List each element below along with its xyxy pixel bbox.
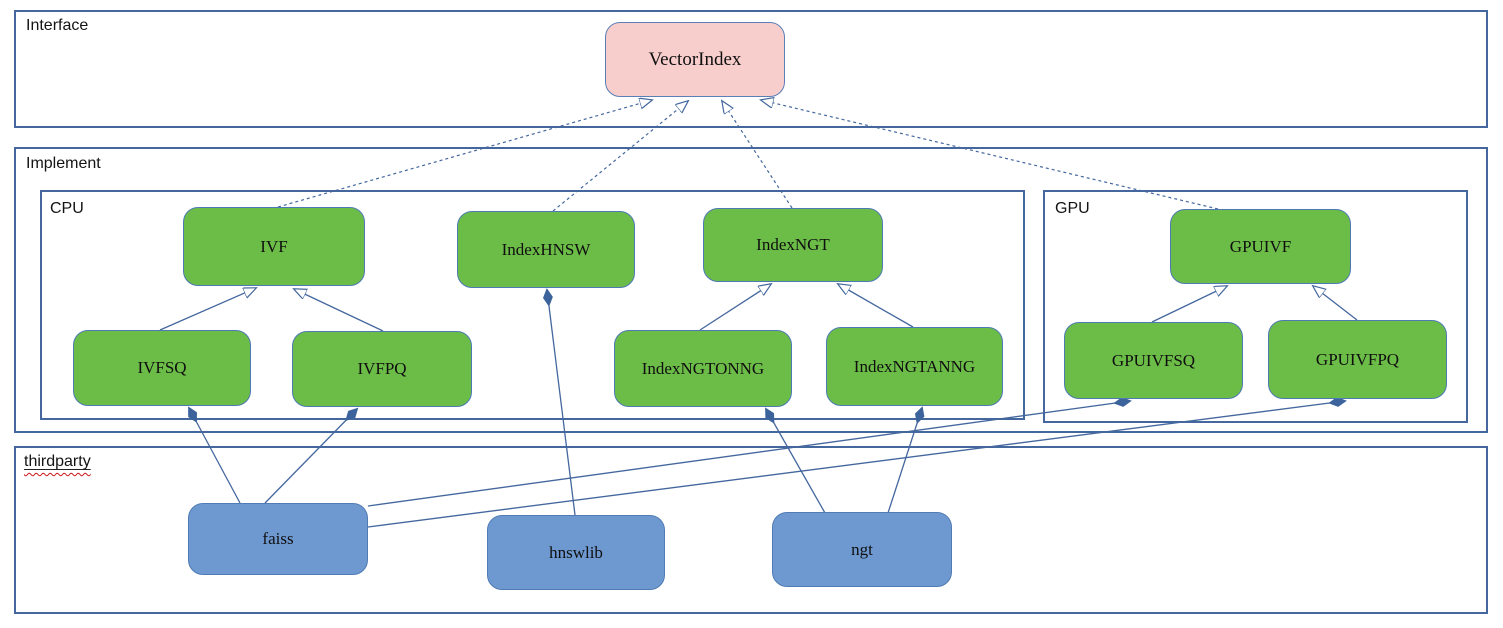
node-vectorindex[interactable]: VectorIndex <box>605 22 785 97</box>
node-ivfpq-label: IVFPQ <box>357 359 407 378</box>
node-ivfpq[interactable]: IVFPQ <box>292 331 472 407</box>
node-ngt[interactable]: ngt <box>772 512 952 587</box>
node-hnswlib-label: hnswlib <box>549 542 603 562</box>
edge-gpuivfpq-gpuivf[interactable] <box>1313 286 1358 321</box>
edge-indexngtonng-indexngt[interactable] <box>699 284 771 331</box>
section-cpu[interactable] <box>40 190 1025 420</box>
edge-faiss-gpuivfpq[interactable] <box>367 401 1345 528</box>
node-indexngt-label: IndexNGT <box>756 235 830 254</box>
edge-ngt-indexngtonng[interactable] <box>766 409 826 514</box>
node-indexngt[interactable]: IndexNGT <box>703 208 883 282</box>
node-indexngtanng-label: IndexNGTANNG <box>853 356 976 376</box>
edge-gpuivfsq-gpuivf[interactable] <box>1151 286 1227 323</box>
section-gpu[interactable] <box>1043 190 1468 423</box>
node-faiss-label: faiss <box>262 529 294 548</box>
node-ngt-label: ngt <box>851 539 873 559</box>
edge-faiss-ivfsq[interactable] <box>189 408 241 504</box>
section-implement[interactable] <box>14 147 1488 433</box>
node-gpuivfsq[interactable]: GPUIVFSQ <box>1064 322 1243 399</box>
section-cpu-label: CPU <box>50 200 84 217</box>
node-vectorindex-label: VectorIndex <box>648 48 742 70</box>
edge-ivfsq-ivf[interactable] <box>159 288 256 331</box>
section-interface[interactable] <box>14 10 1488 128</box>
node-ivfsq-label: IVFSQ <box>137 358 187 377</box>
edge-ivf-vectorindex[interactable] <box>277 100 652 208</box>
section-interface-label: Interface <box>26 17 89 34</box>
node-indexngtanng[interactable]: IndexNGTANNG <box>826 327 1003 406</box>
edge-gpuivf-vectorindex[interactable] <box>761 100 1219 210</box>
edge-faiss-gpuivfsq[interactable] <box>367 401 1130 507</box>
node-indexngtonng-label: IndexNGTONNG <box>641 358 765 378</box>
node-faiss[interactable]: faiss <box>188 503 368 575</box>
node-gpuivfpq-label: GPUIVFPQ <box>1315 349 1400 369</box>
node-gpuivf-label: GPUIVF <box>1229 236 1292 256</box>
section-thirdparty-label: thirdparty <box>24 453 91 471</box>
section-implement-label: Implement <box>26 155 101 172</box>
node-gpuivfpq[interactable]: GPUIVFPQ <box>1268 320 1447 399</box>
edge-hnswlib-indexhnsw[interactable] <box>547 290 576 516</box>
node-ivfsq[interactable]: IVFSQ <box>73 330 251 406</box>
edge-indexngt-vectorindex[interactable] <box>722 101 793 209</box>
node-indexhnsw[interactable]: IndexHNSW <box>457 211 635 288</box>
section-thirdparty[interactable] <box>14 446 1488 614</box>
node-indexhnsw-label: IndexHNSW <box>501 239 591 259</box>
edge-ivfpq-ivf[interactable] <box>294 289 384 332</box>
thirdparty-misspelled-text: thirdparty <box>24 453 91 470</box>
node-gpuivfsq-label: GPUIVFSQ <box>1111 350 1196 370</box>
node-ivf-label: IVF <box>260 236 288 256</box>
node-gpuivf[interactable]: GPUIVF <box>1170 209 1351 284</box>
edge-ngt-indexngtanng[interactable] <box>887 408 922 514</box>
node-ivf[interactable]: IVF <box>183 207 365 286</box>
node-indexngtonng[interactable]: IndexNGTONNG <box>614 330 792 407</box>
edge-indexngtanng-indexngt[interactable] <box>838 284 914 328</box>
edge-faiss-ivfpq[interactable] <box>264 409 357 504</box>
node-hnswlib[interactable]: hnswlib <box>487 515 665 590</box>
section-gpu-label: GPU <box>1055 200 1090 217</box>
edge-indexhnsw-vectorindex[interactable] <box>552 101 688 212</box>
